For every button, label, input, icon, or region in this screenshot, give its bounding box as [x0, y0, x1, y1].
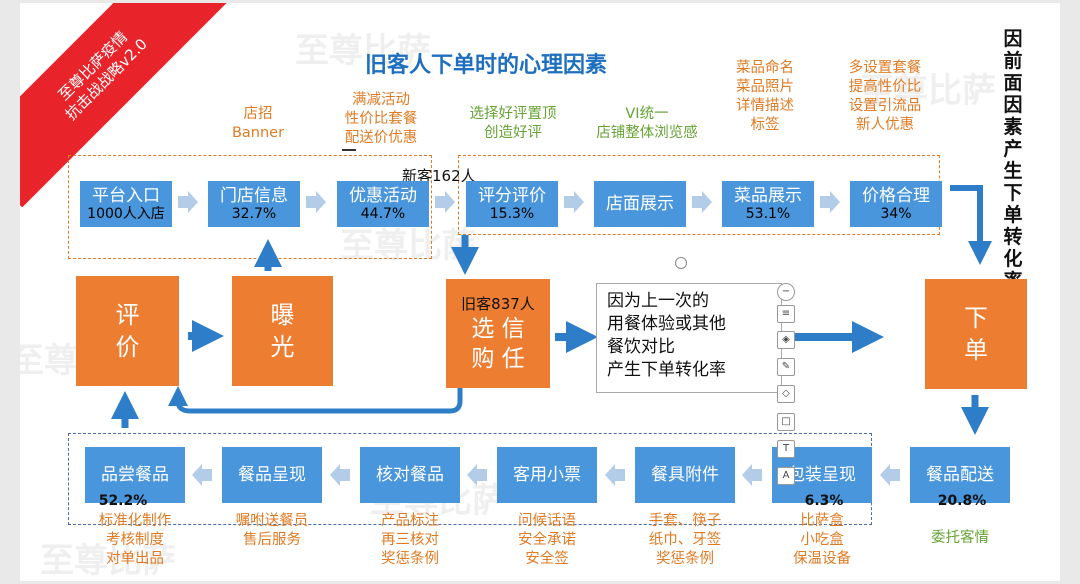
format-icon[interactable]: A [777, 467, 795, 485]
review-box: 评 价 [76, 276, 179, 386]
bottom-step-box: 客用小票 [497, 447, 597, 503]
bottom-step-box: 品尝餐品 [85, 447, 185, 503]
old-customer-label: 旧客837人 [461, 294, 535, 313]
bottom-step-note: 产品标注 再三核对 奖惩条例 [381, 513, 439, 567]
bottom-step-note: 标准化制作 考核制度 对单出品 [98, 513, 172, 567]
order-box: 下 单 [925, 279, 1027, 389]
top-step-value: 32.7% [231, 206, 277, 222]
top-step-label: 平台入口 [92, 186, 160, 206]
layout-icon[interactable]: ≡ [777, 305, 795, 323]
bottom-step-label: 餐品配送 [926, 465, 994, 485]
bottom-step-label: 核对餐品 [376, 465, 444, 485]
frame-top-left [68, 155, 432, 259]
arrow-loop-back [168, 386, 463, 414]
fill-icon[interactable]: ◇ [777, 385, 795, 403]
flow-chevron [692, 191, 712, 213]
old-customer-box: 旧客837人 选 信 购 任 [446, 279, 550, 388]
pen-icon[interactable]: ✎ [777, 358, 795, 376]
bottom-step-label: 餐具附件 [651, 465, 719, 485]
note-dish: 菜品命名 菜品照片 详情描述 标签 [736, 60, 794, 133]
top-step-label: 菜品展示 [734, 186, 802, 206]
flow-arrows [111, 185, 992, 486]
layers-icon[interactable]: ◈ [777, 331, 795, 349]
bottom-step-label: 餐品呈现 [238, 465, 306, 485]
top-step-value: 15.3% [489, 206, 535, 222]
flow-chevron [742, 464, 762, 486]
top-step-label: 优惠活动 [349, 186, 417, 206]
choose-trust-label: 选 信 购 任 [471, 315, 525, 372]
flow-chevron [330, 464, 350, 486]
flow-chevron [435, 191, 455, 213]
top-step-label: 价格合理 [862, 186, 930, 206]
bottom-step-label: 包装呈现 [788, 465, 856, 485]
note-price: 多设置套餐 提高性价比 设置引流品 新人优惠 [848, 60, 922, 133]
watermark: 至尊比萨 [40, 541, 176, 581]
bottom-step-note: 嘱咐送餐员 售后服务 [235, 513, 309, 548]
bottom-step-label: 客用小票 [513, 465, 581, 485]
top-step-label: 店面展示 [606, 194, 674, 214]
bottom-step-note: 手套、筷子 纸巾、牙签 奖惩条例 [648, 513, 722, 567]
bottom-step-note: 委托客情 [931, 530, 989, 546]
flow-chevron [178, 191, 198, 213]
watermark: 至尊比萨 [860, 71, 996, 111]
top-step-value: 34% [880, 206, 912, 222]
top-step-value: 1000人入店 [87, 206, 165, 222]
bottom-step-box: 餐品配送 [910, 447, 1010, 503]
page-title: 旧客人下单时的心理因素 [365, 53, 608, 78]
bottom-step-value: 20.8% [937, 493, 987, 509]
bottom-step-value: 6.3% [804, 493, 844, 509]
new-customer-label: 新客162人 [402, 167, 476, 185]
bottom-step-note: 问候话语 安全承诺 安全签 [518, 513, 576, 567]
collapse-icon[interactable]: − [777, 283, 795, 301]
flow-chevron [820, 191, 840, 213]
note-promotion: 满减活动 性价比套餐 配送价优惠 [344, 92, 418, 146]
flow-chevron [467, 464, 487, 486]
flow-chevron [192, 464, 212, 486]
exposure-box: 曝 光 [232, 276, 333, 386]
flow-chevron [564, 191, 584, 213]
underline-mark [342, 149, 356, 151]
slide: 至尊比萨 至尊比萨 至尊比萨 至尊比萨 至尊比萨 至尊比萨 至尊比萨疫情 抗击战… [20, 3, 1060, 581]
border-icon[interactable]: □ [777, 413, 795, 431]
watermark: 至尊比萨 [295, 31, 431, 71]
top-step-value: 44.7% [360, 206, 406, 222]
flow-chevron [605, 464, 625, 486]
text-box-icon[interactable]: T [777, 440, 795, 458]
top-step-value: 53.1% [745, 206, 791, 222]
bottom-step-box: 餐品呈现 [222, 447, 322, 503]
note-shop-sign: 店招 Banner [231, 106, 285, 141]
note-vi: VI统一 店铺整体浏览感 [596, 106, 698, 141]
bottom-step-label: 品尝餐品 [101, 465, 169, 485]
bottom-step-value: 52.2% [98, 493, 148, 509]
top-step-box: 店面展示 [594, 181, 686, 227]
rotate-handle[interactable] [675, 257, 687, 269]
top-step-label: 评分评价 [478, 186, 546, 206]
callout-textbox[interactable]: 因为上一次的 用餐体验或其他 餐饮对比 产生下单转化率 [596, 283, 782, 393]
top-step-label: 门店信息 [220, 186, 288, 206]
flow-chevron [306, 191, 326, 213]
arrow-to-order [950, 185, 992, 265]
bottom-step-box: 餐具附件 [635, 447, 735, 503]
note-rating: 选择好评置顶 创造好评 [469, 106, 557, 141]
bottom-step-box: 核对餐品 [360, 447, 460, 503]
flow-chevron [880, 464, 900, 486]
bottom-step-note: 比萨盒 小吃盒 保温设备 [793, 513, 851, 567]
